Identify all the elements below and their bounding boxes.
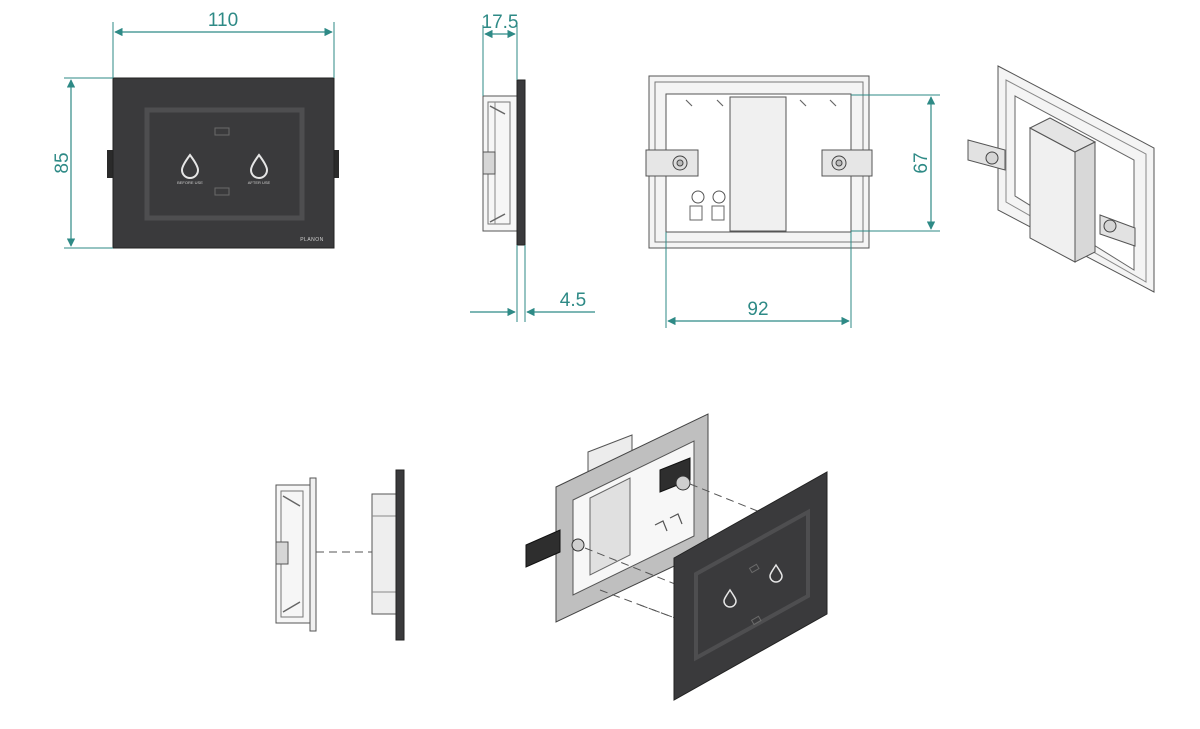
exploded-isometric-view bbox=[525, 413, 828, 701]
right-clip bbox=[333, 150, 339, 178]
dim-front-height: 85 bbox=[52, 152, 73, 173]
side-clip bbox=[482, 151, 496, 175]
mounting-box-view: 67 92 bbox=[645, 75, 940, 328]
center-block bbox=[729, 96, 787, 232]
exploded-side-view bbox=[275, 469, 405, 641]
iso-right-clip bbox=[659, 457, 691, 493]
dim-side-plate: 4.5 bbox=[560, 290, 586, 311]
iso-panel bbox=[673, 471, 828, 701]
water-drop-icon bbox=[180, 153, 200, 179]
water-drop-icon bbox=[249, 153, 269, 179]
exploded-panel-plate bbox=[395, 469, 405, 641]
side-view: 17.5 4.5 bbox=[470, 12, 595, 322]
exploded-frame-side bbox=[309, 477, 317, 632]
water-drop-icon bbox=[769, 563, 783, 583]
front-view: BEFORE USE AFTER USE PLANON 110 85 bbox=[52, 10, 339, 249]
isometric-box bbox=[967, 65, 1155, 293]
dim-front-width: 110 bbox=[208, 10, 238, 31]
left-bracket bbox=[645, 149, 699, 177]
dim-box-height: 67 bbox=[911, 152, 932, 173]
button-left-label: BEFORE USE bbox=[177, 180, 203, 185]
indicator-top bbox=[214, 127, 230, 136]
brand-logo: PLANON bbox=[300, 237, 324, 243]
dim-box-width: 92 bbox=[747, 299, 768, 320]
exploded-panel-insert bbox=[371, 493, 397, 615]
iso-left-clip bbox=[525, 529, 561, 568]
side-plate bbox=[516, 79, 526, 246]
left-clip bbox=[107, 150, 113, 178]
button-right-label: AFTER USE bbox=[248, 180, 271, 185]
right-bracket bbox=[821, 149, 873, 177]
panel-inner-frame bbox=[144, 107, 305, 221]
dim-side-depth: 17.5 bbox=[482, 12, 519, 33]
water-drop-icon bbox=[723, 588, 737, 608]
indicator-bottom bbox=[214, 187, 230, 196]
